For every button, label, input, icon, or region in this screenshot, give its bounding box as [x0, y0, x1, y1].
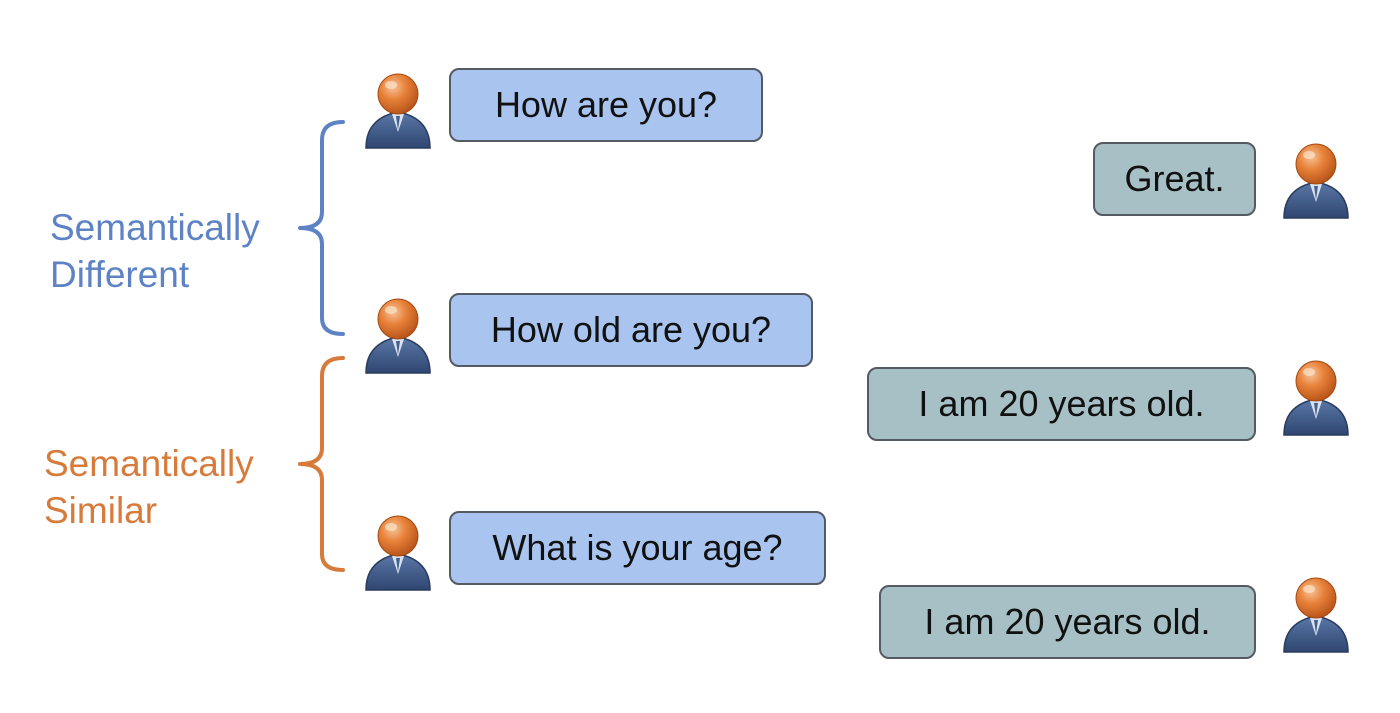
reply-text: Great. — [1124, 158, 1225, 199]
group-label-line1: Semantically — [44, 443, 254, 484]
group-label-line2: Similar — [44, 490, 158, 531]
group-label-line1: Semantically — [50, 207, 260, 248]
person-icon — [1280, 572, 1352, 654]
person-icon — [1280, 355, 1352, 437]
message-text: What is your age? — [492, 527, 783, 568]
group-label-similar: Semantically Similar — [44, 440, 254, 534]
person-icon — [362, 293, 434, 375]
message-bubble: How old are you? — [449, 293, 813, 367]
person-icon — [362, 68, 434, 150]
message-text: How old are you? — [490, 309, 772, 350]
group-label-different: Semantically Different — [50, 204, 260, 298]
reply-bubble: I am 20 years old. — [867, 367, 1256, 441]
reply-text: I am 20 years old. — [924, 601, 1211, 642]
message-bubble: How are you? — [449, 68, 763, 142]
reply-text: I am 20 years old. — [918, 383, 1205, 424]
person-icon — [1280, 138, 1352, 220]
reply-bubble: I am 20 years old. — [879, 585, 1256, 659]
group-label-line2: Different — [50, 254, 190, 295]
reply-bubble: Great. — [1093, 142, 1256, 216]
person-icon — [362, 510, 434, 592]
message-text: How are you? — [494, 84, 718, 125]
message-bubble: What is your age? — [449, 511, 826, 585]
